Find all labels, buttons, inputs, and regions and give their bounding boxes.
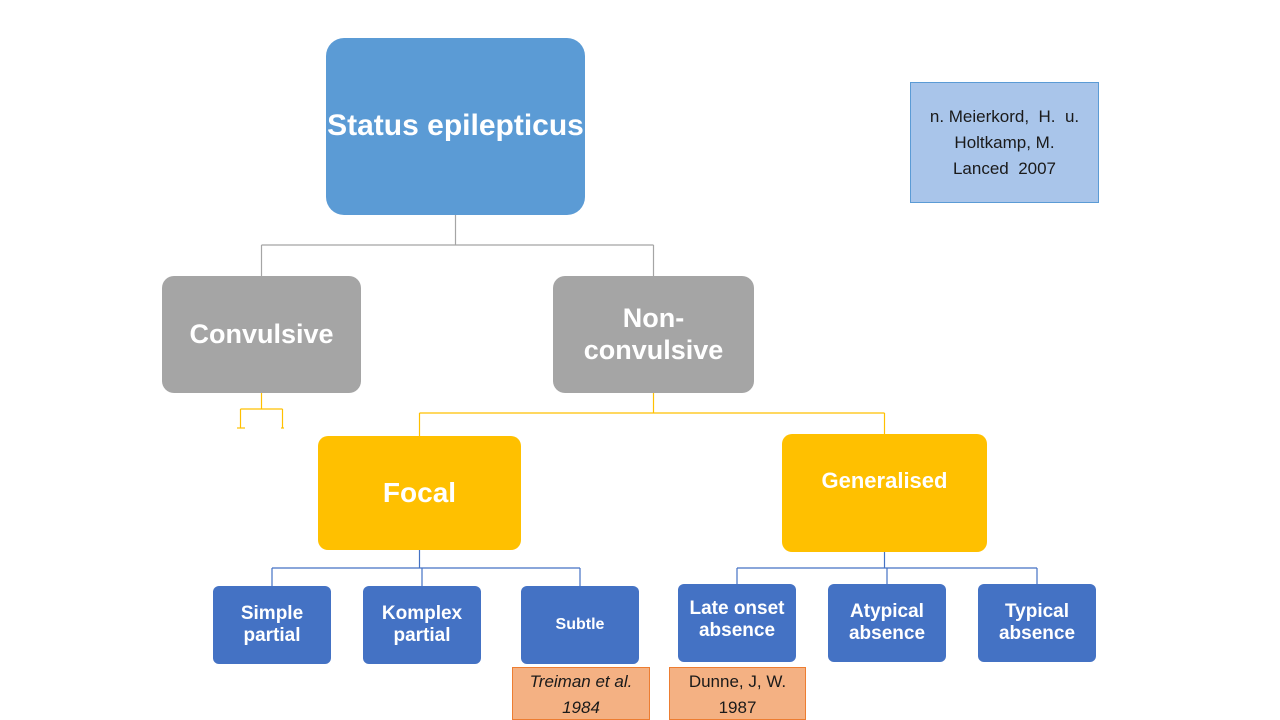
node-late-onset-absence: Late onset absence [678,584,796,662]
node-label: Atypical absence [848,601,926,644]
node-generalised: Generalised [782,434,987,552]
root-connectors [260,215,655,276]
node-non-convulsive: Non-convulsive [553,276,754,393]
citation-dunne: Dunne, J, W. 1987 [669,667,806,720]
node-simple-partial: Simple partial [213,586,331,664]
nonconvulsive-connectors [418,393,886,436]
node-subtle: Subtle [521,586,639,664]
node-label: Komplex partial [381,603,463,646]
node-focal: Focal [318,436,521,550]
citation-treiman: Treiman et al. 1984 [512,667,650,720]
node-label: Focal [382,476,457,508]
node-typical-absence: Typical absence [978,584,1096,662]
node-label: Status epilepticus [327,109,584,143]
node-label: Subtle [555,615,605,633]
citation-text: Dunne, J, W. 1987 [688,672,787,717]
node-convulsive: Convulsive [162,276,361,393]
focal-connectors [271,550,581,586]
convulsive-stub-connectors [237,393,284,429]
generalised-connectors [736,552,1038,584]
node-label: Simple partial [240,603,304,646]
reference-line-2: Holtkamp, M. [954,132,1055,152]
node-atypical-absence: Atypical absence [828,584,946,662]
reference-line-3: Lanced 2007 [952,158,1057,178]
node-label: Non-convulsive [583,303,724,365]
node-label: Generalised [821,468,948,493]
node-label: Convulsive [189,318,334,349]
reference-line-1: n. Meierkord, H. u. [929,106,1080,126]
node-komplex-partial: Komplex partial [363,586,481,664]
node-label: Typical absence [998,601,1076,644]
citation-text: Treiman et al. 1984 [529,672,633,717]
node-label: Late onset absence [689,598,785,641]
reference-box: n. Meierkord, H. u. Holtkamp, M. Lanced … [910,82,1099,203]
node-status-epilepticus: Status epilepticus [326,38,585,215]
